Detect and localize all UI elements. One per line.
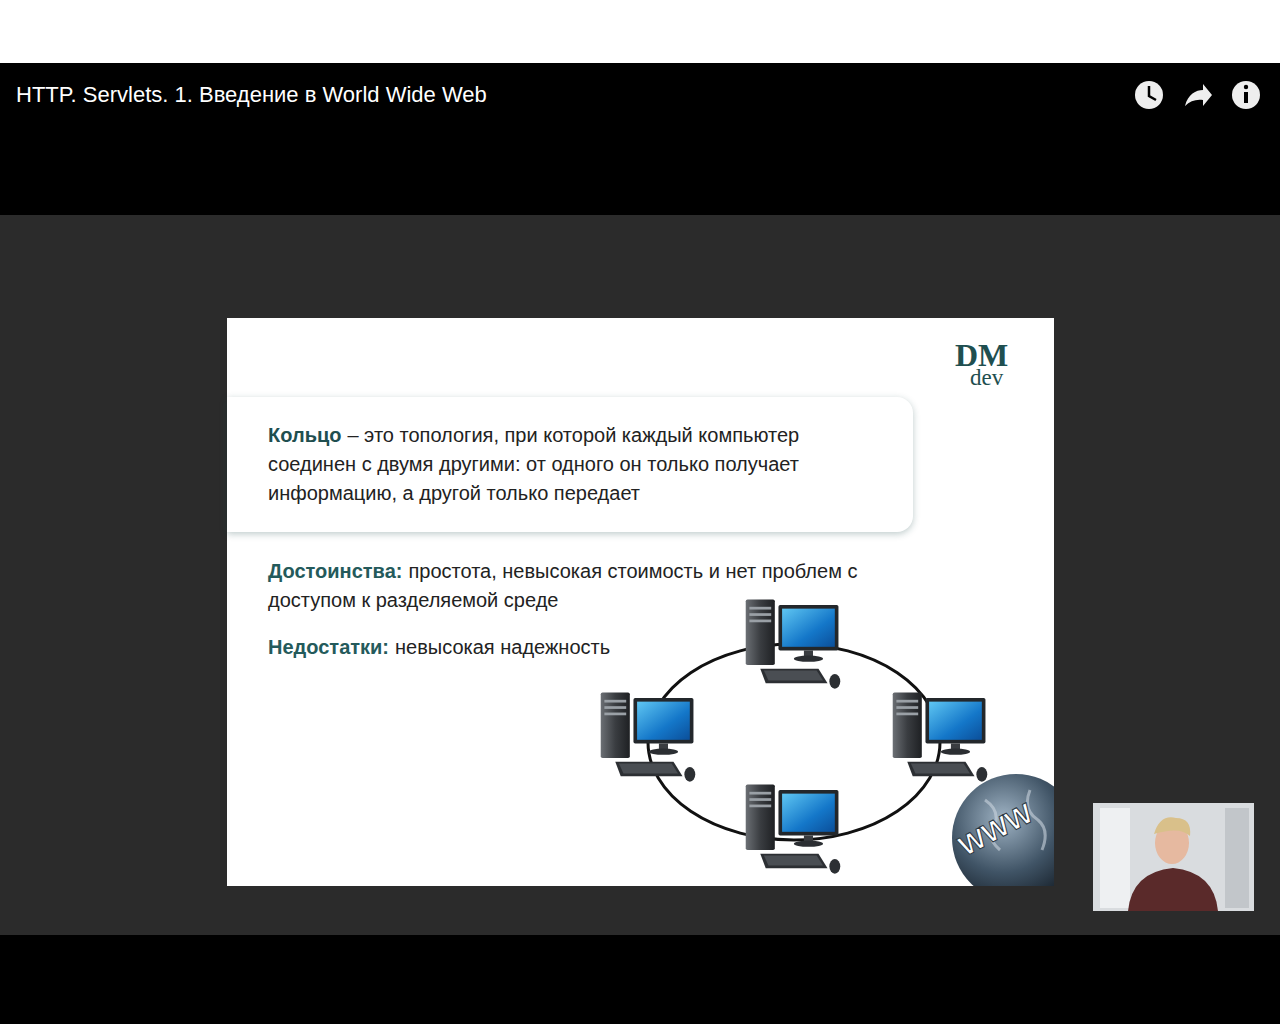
text-paragraph: Недостатки: невысокая надежность (268, 633, 913, 662)
webcam-picture (1093, 803, 1254, 911)
computer-picture (746, 600, 841, 689)
computer-picture (893, 693, 988, 782)
slide (227, 318, 1054, 886)
top-strip (0, 0, 1280, 63)
list-heading: Недостатки: (268, 636, 389, 658)
title-bar (0, 63, 1280, 215)
logo-text: dev (970, 366, 1003, 390)
definition-box: Кольцо– это топология, при которой кажды… (227, 397, 913, 532)
bottom-bar (0, 935, 1280, 1024)
clock-icon (1135, 81, 1163, 109)
video-title: HTTP. Servlets. 1. Введение в World Wide… (16, 80, 487, 110)
list-text: невысокая надежность (395, 636, 610, 658)
definition-text: – это топология, при которой каждый комп… (268, 424, 799, 504)
video-ground (0, 215, 1280, 935)
globe-picture (952, 774, 1054, 886)
computer-picture (601, 693, 696, 782)
list-heading: Достоинства: (268, 560, 402, 582)
text-paragraph: Достоинства:простота, невысокая стоимост… (268, 557, 913, 615)
share-icon (1185, 84, 1212, 106)
term-heading: Кольцо (268, 424, 341, 446)
computer-picture (746, 785, 841, 874)
info-icon (1232, 81, 1260, 109)
